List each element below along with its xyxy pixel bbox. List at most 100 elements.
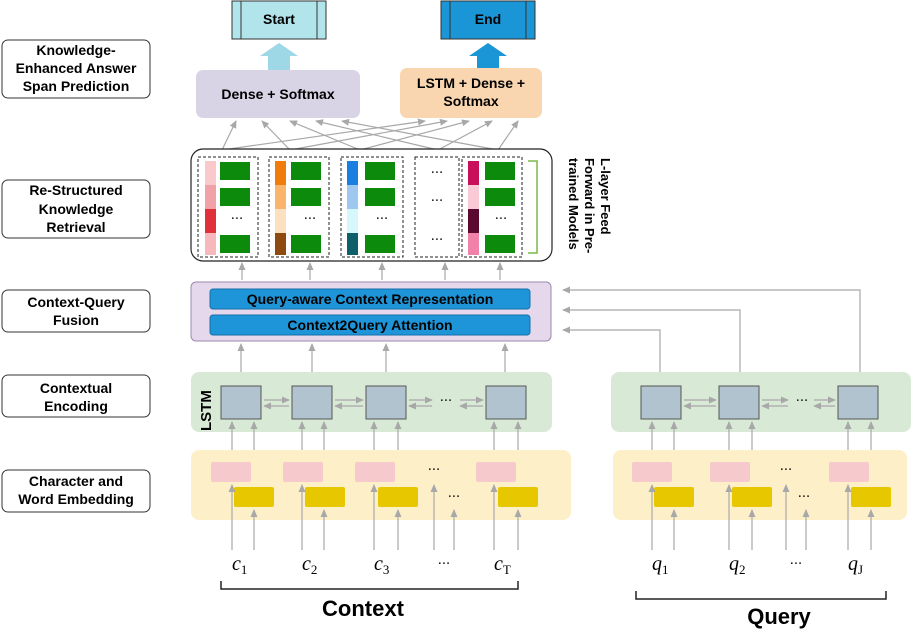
knowledge-column xyxy=(340,156,404,258)
knowledge-column xyxy=(461,156,523,258)
svg-text:Re-Structured: Re-Structured xyxy=(29,182,122,198)
svg-text:Context-Query: Context-Query xyxy=(27,294,124,310)
svg-text:···: ··· xyxy=(495,212,507,227)
svg-text:Character and: Character and xyxy=(29,473,123,489)
end-output: End xyxy=(440,0,536,40)
char-embedding xyxy=(211,462,251,482)
query-to-fusion-arrows xyxy=(562,286,861,388)
lstm-dense-softmax-box: LSTM + Dense + Softmax xyxy=(400,68,542,118)
knowledge-column xyxy=(268,156,330,258)
query-encoding-panel: ··· xyxy=(611,372,911,432)
context-token: c2 xyxy=(302,553,317,577)
lstm-cell xyxy=(718,385,760,420)
svg-text:···: ··· xyxy=(448,490,460,505)
query-tokens: q1 q2 ··· qJ xyxy=(652,553,863,577)
context-embedding-panel: ··· ··· xyxy=(191,450,571,520)
svg-text:L-layer Feed: L-layer Feed xyxy=(598,158,613,235)
char-embedding xyxy=(632,462,672,482)
query-token: qJ xyxy=(848,553,863,577)
svg-text:···: ··· xyxy=(796,394,808,409)
start-output: Start xyxy=(231,0,327,40)
svg-text:Softmax: Softmax xyxy=(443,93,498,109)
context-bracket xyxy=(220,581,519,590)
stage-label-context-query-fusion: Context-Query Fusion xyxy=(1,289,151,333)
svg-text:End: End xyxy=(475,11,501,27)
word-embedding xyxy=(305,487,345,507)
svg-text:Start: Start xyxy=(263,11,295,27)
svg-text:···: ··· xyxy=(438,557,450,572)
svg-text:Dense + Softmax: Dense + Softmax xyxy=(221,86,334,102)
svg-text:···: ··· xyxy=(428,463,440,478)
svg-text:trained Models: trained Models xyxy=(566,158,581,250)
svg-text:Word Embedding: Word Embedding xyxy=(18,491,134,507)
knowledge-panel: ··· ··· ··· ··· ··· ··· ··· xyxy=(190,148,553,262)
svg-text:Span Prediction: Span Prediction xyxy=(23,78,130,94)
lstm-cell xyxy=(220,385,262,420)
context-token: cT xyxy=(494,553,511,577)
svg-text:Query-aware Context Representa: Query-aware Context Representation xyxy=(247,291,494,307)
query-embedding-panel: ··· ··· xyxy=(613,450,907,520)
svg-text:Retrieval: Retrieval xyxy=(46,219,105,235)
svg-text:···: ··· xyxy=(431,194,443,209)
lstm-cell xyxy=(485,385,527,420)
knowledge-column xyxy=(414,156,460,258)
svg-text:···: ··· xyxy=(798,490,810,505)
svg-text:Context2Query Attention: Context2Query Attention xyxy=(287,317,452,333)
char-embedding xyxy=(283,462,323,482)
dense-softmax-box: Dense + Softmax xyxy=(196,70,360,118)
feed-forward-label: L-layer Feed Forward in Pre- trained Mod… xyxy=(566,158,613,253)
context-tokens: c1 c2 c3 ··· cT xyxy=(232,553,511,577)
word-embedding xyxy=(378,487,418,507)
context-encoding-panel: LSTM ··· xyxy=(191,372,552,432)
svg-text:···: ··· xyxy=(431,166,443,181)
svg-text:···: ··· xyxy=(304,212,316,227)
knowledge-column xyxy=(197,156,259,258)
fusion-to-knowledge-arrows xyxy=(238,262,504,280)
prediction-arrows xyxy=(221,118,519,151)
lstm-cell xyxy=(837,385,879,420)
query-token: q2 xyxy=(729,553,746,577)
token-to-embedding-arrows xyxy=(228,484,875,550)
svg-text:Knowledge-: Knowledge- xyxy=(36,42,116,58)
svg-text:Enhanced Answer: Enhanced Answer xyxy=(16,60,137,76)
layer-bracket xyxy=(528,160,538,254)
svg-text:LSTM + Dense +: LSTM + Dense + xyxy=(417,75,525,91)
end-up-arrow xyxy=(469,43,507,70)
lstm-cell xyxy=(365,385,407,420)
svg-text:···: ··· xyxy=(440,394,452,409)
svg-text:Encoding: Encoding xyxy=(44,398,108,414)
svg-text:Forward in Pre-: Forward in Pre- xyxy=(582,158,597,253)
fusion-panel: Query-aware Context Representation Conte… xyxy=(190,281,552,342)
svg-text:Knowledge: Knowledge xyxy=(39,201,114,217)
context2query-attention: Context2Query Attention xyxy=(209,314,531,336)
word-embedding xyxy=(732,487,772,507)
lstm-cell xyxy=(640,385,682,420)
context-token: c3 xyxy=(374,553,389,577)
svg-text:Fusion: Fusion xyxy=(53,312,99,328)
query-label: Query xyxy=(747,604,811,629)
query-bracket xyxy=(635,591,887,600)
char-embedding xyxy=(710,462,750,482)
word-embedding xyxy=(654,487,694,507)
svg-text:Contextual: Contextual xyxy=(40,380,112,396)
word-embedding xyxy=(851,487,891,507)
stage-label-contextual-encoding: Contextual Encoding xyxy=(1,374,151,418)
context-label: Context xyxy=(322,596,405,621)
word-embedding xyxy=(234,487,274,507)
svg-text:···: ··· xyxy=(780,463,792,478)
stage-label-embedding: Character and Word Embedding xyxy=(1,469,151,513)
stage-label-answer-span-prediction: Knowledge- Enhanced Answer Span Predicti… xyxy=(1,39,151,99)
char-embedding xyxy=(476,462,516,482)
svg-text:···: ··· xyxy=(231,212,243,227)
char-embedding xyxy=(829,462,869,482)
context-token: c1 xyxy=(232,553,247,577)
char-embedding xyxy=(355,462,395,482)
query-token: q1 xyxy=(652,553,669,577)
svg-text:···: ··· xyxy=(431,233,443,248)
query-aware-context-representation: Query-aware Context Representation xyxy=(209,288,531,310)
word-embedding xyxy=(498,487,538,507)
stage-label-knowledge-retrieval: Re-Structured Knowledge Retrieval xyxy=(1,179,151,239)
lstm-label: LSTM xyxy=(198,390,215,431)
lstm-cell xyxy=(291,385,333,420)
